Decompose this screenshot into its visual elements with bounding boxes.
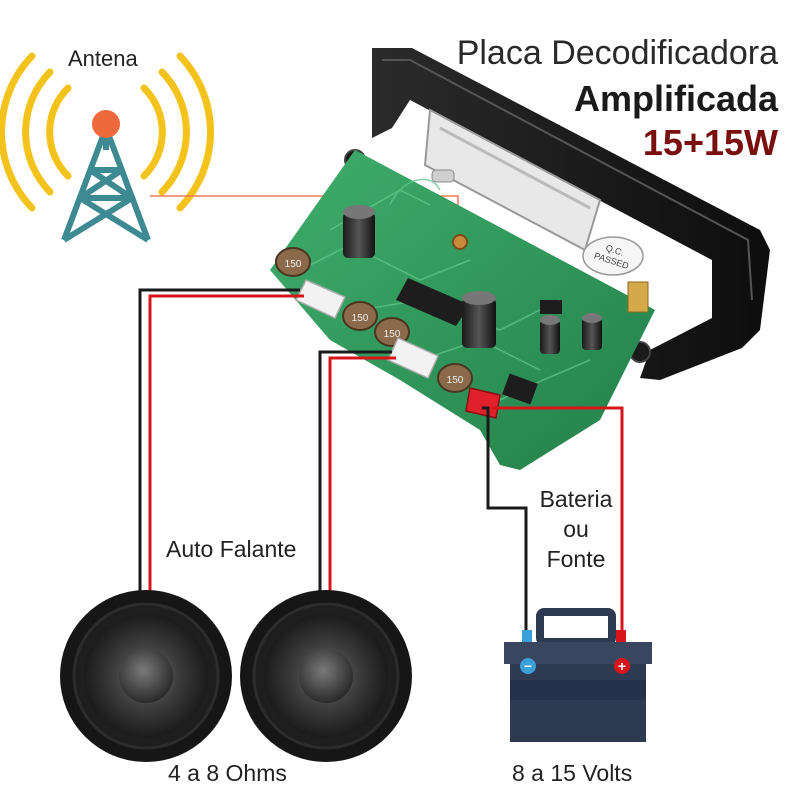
title-line-1: Placa Decodificadora (456, 34, 778, 72)
battery-top (504, 642, 652, 664)
battery-positive-sign: + (618, 658, 626, 674)
title-line-2: Amplificada (573, 78, 778, 119)
signal-wave-icon (0, 52, 36, 212)
plus-icon (614, 658, 630, 674)
minus-icon (520, 658, 536, 674)
bezel-highlight (382, 59, 753, 301)
wire-black-power (482, 406, 528, 632)
ir-receiver (627, 281, 649, 313)
antenna-ball-icon (92, 110, 120, 138)
speaker-connector (294, 279, 347, 319)
ic-chip (502, 373, 538, 405)
signal-wave-icon (22, 68, 54, 196)
inductor-label: 150 (285, 259, 302, 270)
qc-sticker: Q.C. PASSED (582, 236, 644, 276)
signal-wave-icon (140, 84, 166, 180)
battery-body (510, 664, 646, 742)
antenna-pad (452, 234, 468, 250)
antenna-icon (0, 52, 214, 243)
inductor-label: 150 (384, 329, 401, 340)
capacitor (343, 205, 375, 258)
capacitor (582, 313, 602, 350)
power-spec: 8 a 15 Volts (512, 760, 633, 786)
title-line-3: 15+15W (642, 122, 778, 163)
inductor: 150 (342, 301, 378, 331)
inductor-label: 150 (352, 313, 369, 324)
wire-red-speaker-1 (148, 294, 304, 600)
inductor-label: 150 (447, 375, 464, 386)
speaker-icon (240, 590, 412, 762)
capacitor (540, 315, 560, 354)
battery-terminal-negative (522, 630, 532, 642)
power-connector (465, 387, 501, 419)
battery-terminal-positive (616, 630, 626, 642)
power-label-line-1: Bateria (539, 486, 613, 512)
inductor: 150 (437, 363, 473, 393)
antenna-label: Antena (68, 46, 138, 71)
speaker-spec: 4 a 8 Ohms (168, 760, 287, 786)
battery-icon: − + (504, 608, 652, 742)
ic-chip (540, 300, 562, 314)
signal-wave-icon (176, 52, 214, 212)
wire-red-speaker-2 (328, 356, 396, 600)
wire-red-power (492, 406, 624, 632)
capacitor (462, 291, 496, 348)
battery-handle (536, 608, 616, 646)
speaker-icon (60, 590, 232, 762)
power-label-line-3: Fonte (546, 546, 606, 572)
signal-wave-icon (46, 84, 72, 180)
battery-band (510, 680, 646, 700)
decoder-board: 150 150 150 150 Q.C. PASSED (270, 48, 770, 470)
slot-detail (439, 126, 591, 210)
crystal-oscillator (431, 169, 455, 183)
speaker-label: Auto Falante (166, 536, 297, 562)
inductor: 150 (275, 247, 311, 277)
wire-black-speaker-2 (318, 350, 392, 600)
signal-wave-icon (158, 68, 190, 196)
amplifier-chip (396, 278, 470, 326)
battery-negative-sign: − (524, 658, 532, 674)
power-label-line-2: ou (563, 516, 589, 542)
wire-black-speaker-1 (138, 288, 300, 600)
tower-icon (61, 126, 151, 243)
